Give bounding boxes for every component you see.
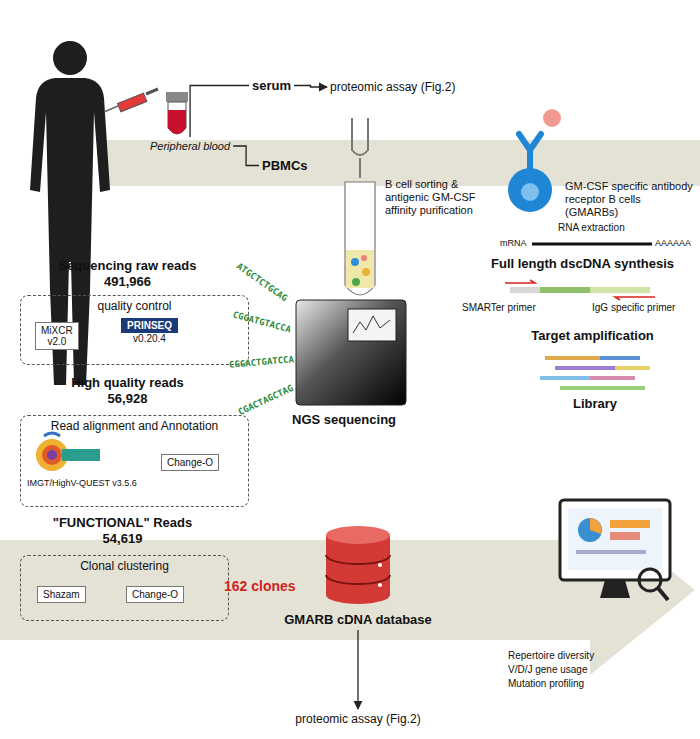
label-text: SMARTer primer — [462, 302, 536, 314]
tool-logo: PRINSEQv0.20.4 — [121, 318, 178, 344]
database-node: GMARB cDNA database — [268, 612, 448, 627]
tool-logo: IMGT/HighV-QUEST v3.5.6 — [27, 478, 137, 488]
node-text: MiXCR — [41, 325, 73, 336]
sorting-device — [345, 118, 375, 295]
syringe — [104, 89, 158, 112]
label-text: IgG specific primer — [592, 302, 675, 314]
output-label: proteomic assay (Fig.2) — [330, 80, 455, 94]
sequence-read: CGGACTGATCCA — [229, 354, 295, 370]
primer-bars — [505, 280, 655, 300]
label-text: V/D/J gene usage — [508, 664, 588, 676]
step-group: Clonal clusteringShazam Change-O — [20, 555, 229, 621]
label-text: Target amplification — [490, 328, 695, 344]
node-text: PBMCs — [262, 158, 308, 173]
sequence-read: CGGATGTACCA — [232, 309, 292, 335]
sample-label: serum — [252, 78, 291, 93]
output-label: proteomic assay (Fig.2) — [268, 712, 448, 726]
library-fragments — [540, 358, 650, 388]
sequence-read: ATGCTCTGCAG — [234, 260, 289, 303]
sequence-read: CGACTAGCTAG — [237, 383, 296, 418]
tool-box: MiXCRv2.0 — [35, 322, 79, 350]
fraction-label: PBMCs — [262, 158, 308, 173]
label-text: Library — [545, 396, 645, 412]
label-text: 56,928 — [15, 391, 240, 407]
label-text: GM-CSF specific antibody receptor B cell… — [565, 180, 697, 220]
node-text: GMARB cDNA database — [268, 612, 448, 627]
node-text: Peripheral blood — [150, 140, 230, 152]
sequencer-node: NGS sequencing — [292, 412, 396, 427]
label-text: AAAAAA — [655, 238, 691, 249]
label-text: High quality reads — [15, 375, 240, 391]
tool-box: Change-O — [126, 586, 184, 603]
step-group: Read alignment and AnnotationIMGT/HighV-… — [20, 415, 249, 507]
connector — [233, 146, 259, 166]
blood-tube — [166, 92, 188, 134]
imgt-logo — [36, 433, 100, 471]
label-text: Repertoire diversity — [508, 650, 594, 662]
label-text: Full length dscDNA synthesis — [470, 256, 695, 272]
step-group: quality controlMiXCRv2.0 PRINSEQv0.20.4 — [20, 295, 249, 365]
label-text: 491,966 — [15, 274, 240, 290]
label-text: RNA extraction — [558, 222, 625, 234]
connector — [357, 630, 358, 709]
node-text: Change-O — [132, 589, 178, 600]
label-text: Sequencing raw reads — [15, 258, 240, 274]
node-text: Read alignment and Annotation — [21, 416, 248, 433]
label-text: Mutation profiling — [508, 678, 584, 690]
connector — [294, 86, 327, 88]
tool-box: Shazam — [37, 586, 86, 603]
node-text: Change-O — [167, 457, 213, 468]
tool-box: Change-O — [161, 454, 219, 471]
node-text: serum — [252, 78, 291, 93]
label-text: 162 clones — [224, 578, 296, 595]
node-text: v2.0 — [41, 336, 73, 347]
mrna-strand — [532, 243, 652, 246]
person-silhouette — [30, 41, 110, 385]
node-text: PRINSEQ — [121, 318, 178, 333]
label-text: 54,619 — [10, 531, 235, 547]
flow-band — [0, 505, 695, 675]
node-text: Shazam — [43, 589, 80, 600]
database-cylinder — [326, 526, 390, 604]
node-text: NGS sequencing — [292, 412, 396, 427]
label-text: B cell sorting & antigenic GM-CSF affini… — [385, 178, 500, 218]
ngs-sequencer — [296, 300, 406, 405]
node-text: IMGT/HighV-QUEST v3.5.6 — [27, 478, 137, 488]
node-text: Clonal clustering — [21, 556, 228, 573]
b-cell — [508, 109, 561, 212]
node-text: v0.20.4 — [121, 333, 178, 344]
node-text: proteomic assay (Fig.2) — [268, 712, 448, 726]
node-text: quality control — [21, 296, 248, 313]
label-text: mRNA — [500, 238, 527, 249]
connector — [190, 86, 249, 138]
node-text: proteomic assay (Fig.2) — [330, 80, 455, 94]
computer-monitor — [560, 500, 670, 600]
source-label: Peripheral blood — [150, 140, 230, 152]
label-text: "FUNCTIONAL" Reads — [10, 515, 235, 531]
